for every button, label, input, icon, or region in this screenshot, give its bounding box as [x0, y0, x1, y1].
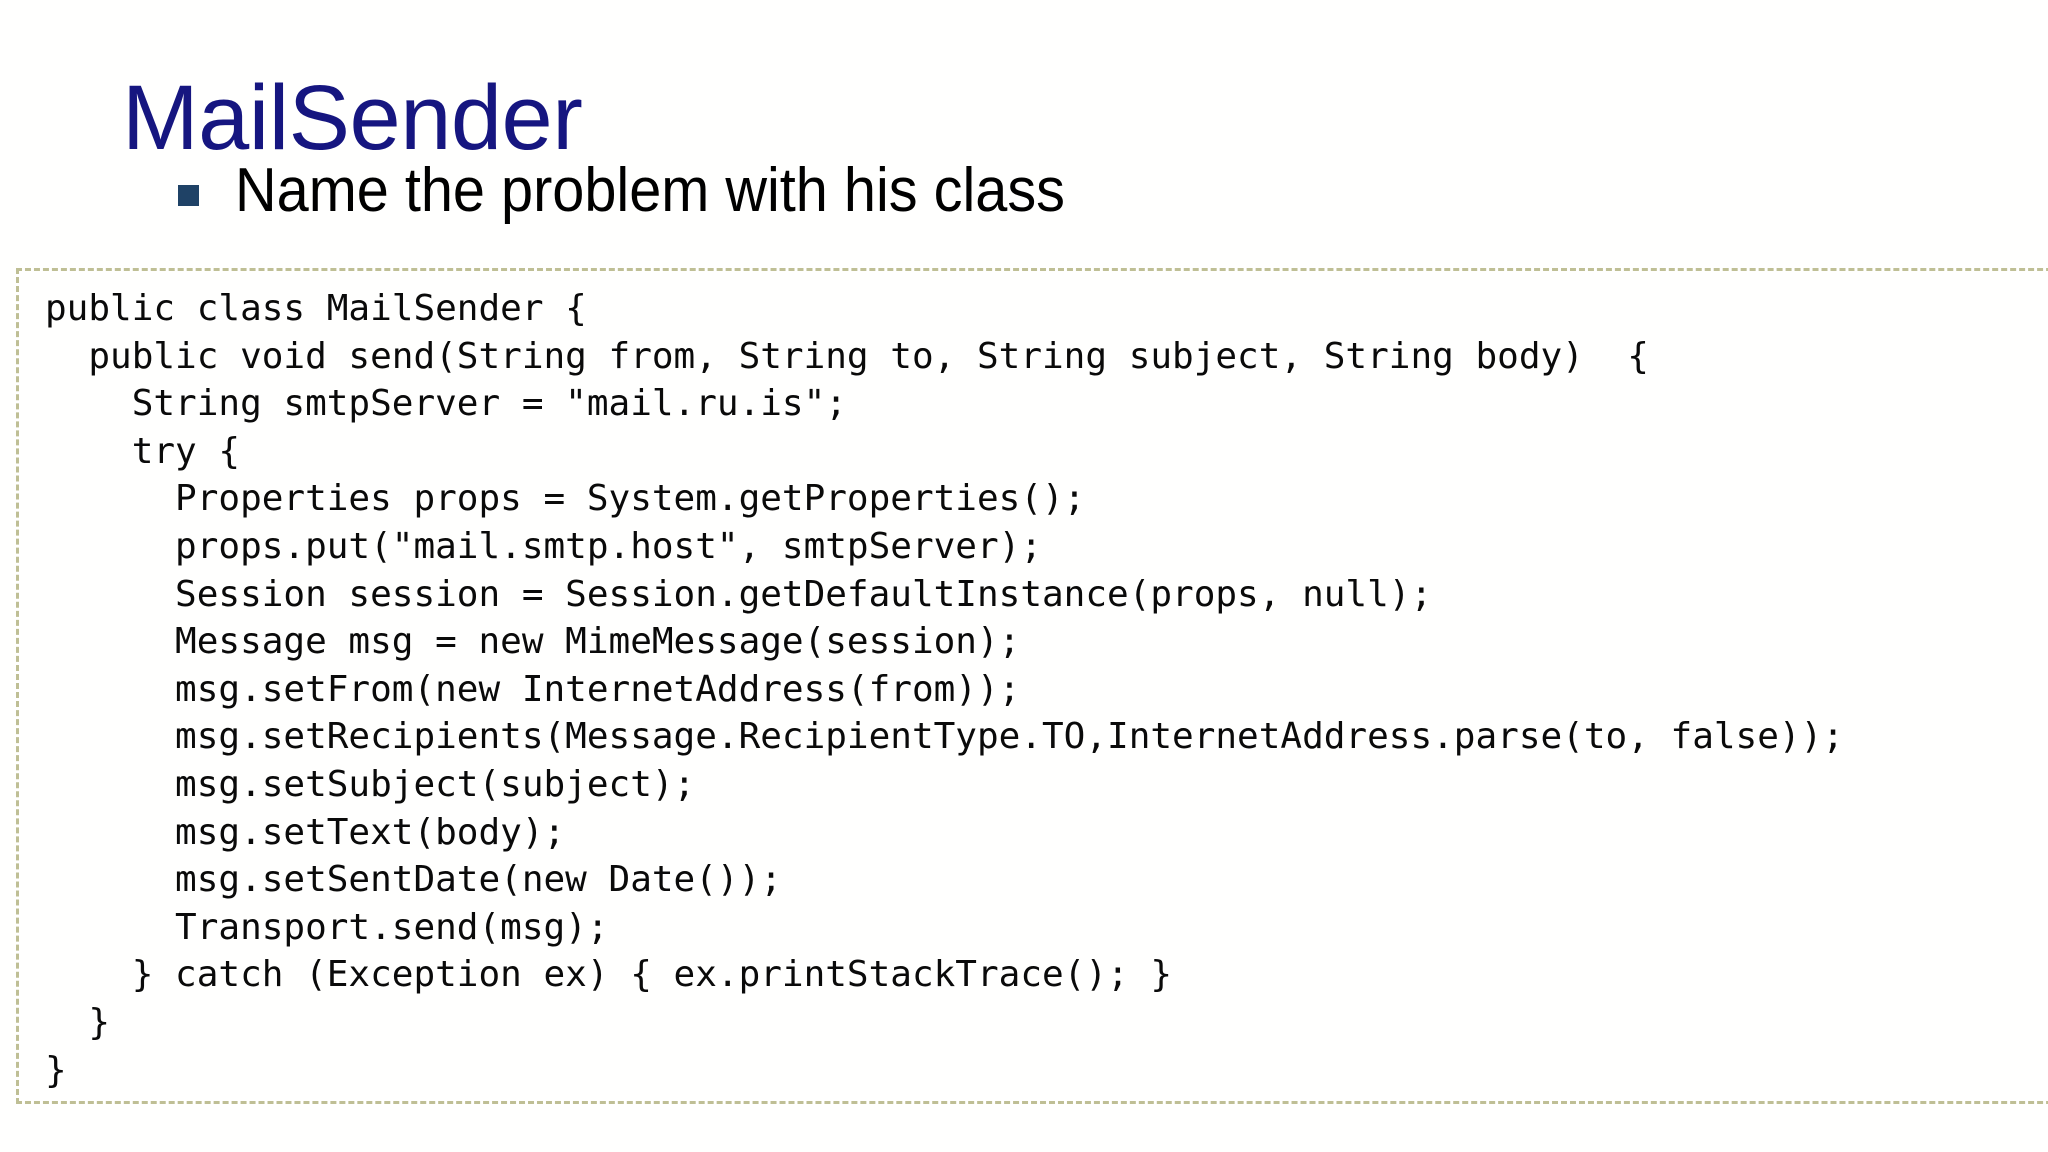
bullet-item-label: Name the problem with his class [235, 156, 1065, 225]
code-listing: public class MailSender { public void se… [45, 288, 1844, 1091]
code-block: public class MailSender { public void se… [16, 268, 2048, 1104]
page-title: MailSender [122, 66, 583, 169]
square-bullet-icon [178, 184, 199, 206]
bullet-list-item: Name the problem with his class [178, 160, 1127, 222]
